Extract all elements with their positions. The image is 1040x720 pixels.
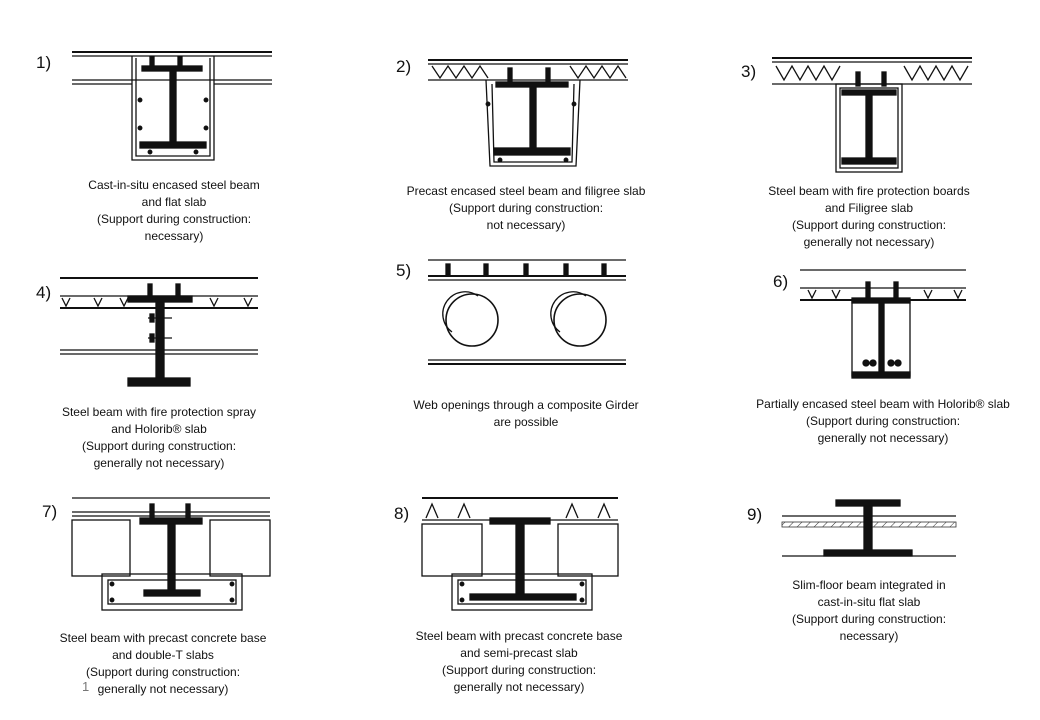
panel-number-3: 3): [741, 62, 757, 81]
caption-7-line-4: generally not necessary): [97, 682, 229, 696]
caption-7-line-2: and double-T slabs: [112, 648, 214, 662]
caption-9-line-4: necessary): [839, 629, 899, 643]
drawing-8-precast-base-semi-precast: [421, 497, 619, 611]
caption-1-line-1: Cast-in-situ encased steel beam: [88, 178, 260, 192]
caption-7-line-1: Steel beam with precast concrete base: [59, 631, 267, 645]
caption-8-line-1: Steel beam with precast concrete base: [415, 629, 623, 643]
panel-number-7: 7): [42, 502, 58, 521]
caption-5-line-2: are possible: [493, 415, 559, 429]
caption-8-line-2: and semi-precast slab: [460, 646, 578, 660]
caption-9-line-2: cast-in-situ flat slab: [817, 595, 921, 609]
caption-9: Slim-floor beam integrated in cast-in-si…: [739, 577, 999, 645]
caption-8: Steel beam with precast concrete base an…: [389, 628, 649, 696]
caption-4: Steel beam with fire protection spray an…: [29, 404, 289, 472]
panel-number-9: 9): [747, 505, 763, 524]
caption-8-line-4: generally not necessary): [453, 680, 585, 694]
caption-5: Web openings through a composite Girder …: [396, 397, 656, 431]
panel-number-4: 4): [36, 283, 52, 302]
drawing-6-partially-encased-holorib: [800, 269, 966, 379]
caption-3-line-4: generally not necessary): [803, 235, 935, 249]
caption-6: Partially encased steel beam with Holori…: [753, 396, 1013, 447]
drawing-2-precast-encased-beam-filigree: [428, 59, 628, 167]
drawing-9-slim-floor-beam: [781, 499, 957, 557]
caption-7: Steel beam with precast concrete base an…: [33, 630, 293, 698]
panel-number-6: 6): [773, 272, 789, 291]
caption-6-line-1: Partially encased steel beam with Holori…: [756, 397, 1010, 411]
caption-2-line-3: not necessary): [486, 218, 566, 232]
caption-3: Steel beam with fire protection boards a…: [739, 183, 999, 251]
drawing-3-fire-boards-filigree: [772, 57, 972, 173]
caption-4-line-1: Steel beam with fire protection spray: [61, 405, 257, 419]
caption-9-line-3: (Support during construction:: [791, 612, 947, 626]
caption-1-line-3: (Support during construction:: [96, 212, 252, 226]
caption-1-line-4: necessary): [144, 229, 204, 243]
caption-6-line-2: (Support during construction:: [805, 414, 961, 428]
caption-4-line-2: and Holorib® slab: [111, 422, 207, 436]
caption-7-line-3: (Support during construction:: [85, 665, 241, 679]
caption-3-line-3: (Support during construction:: [791, 218, 947, 232]
caption-3-line-2: and Filigree slab: [824, 201, 914, 215]
caption-6-line-3: generally not necessary): [817, 431, 949, 445]
drawing-7-precast-base-double-t: [71, 497, 271, 611]
panel-number-5: 5): [396, 261, 412, 280]
drawing-1-encased-beam-flat-slab: [72, 51, 272, 161]
caption-4-line-3: (Support during construction:: [81, 439, 237, 453]
caption-8-line-3: (Support during construction:: [441, 663, 597, 677]
caption-5-line-1: Web openings through a composite Girder: [413, 398, 639, 412]
drawing-4-spray-holorib: [60, 277, 258, 387]
caption-9-line-1: Slim-floor beam integrated in: [792, 578, 946, 592]
caption-1-line-2: and flat slab: [141, 195, 207, 209]
caption-2: Precast encased steel beam and filigree …: [396, 183, 656, 234]
panel-number-8: 8): [394, 504, 410, 523]
caption-2-line-1: Precast encased steel beam and filigree …: [406, 184, 646, 198]
caption-1: Cast-in-situ encased steel beam and flat…: [44, 177, 304, 245]
caption-2-line-2: (Support during construction:: [448, 201, 604, 215]
drawing-5-web-openings: [428, 259, 626, 365]
footnote-marker: 1: [82, 679, 90, 694]
caption-4-line-4: generally not necessary): [93, 456, 225, 470]
panel-number-2: 2): [396, 57, 412, 76]
caption-3-line-1: Steel beam with fire protection boards: [768, 184, 970, 198]
panel-number-1: 1): [36, 53, 52, 72]
